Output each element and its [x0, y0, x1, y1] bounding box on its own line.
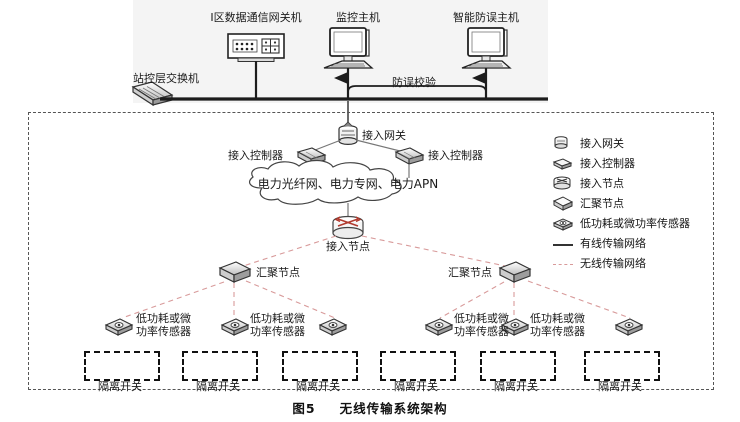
- wireless-network-boundary: [28, 112, 714, 390]
- legend-row-wireless: 无线传输网络: [552, 253, 712, 273]
- figure-caption: 图5 无线传输系统架构: [0, 398, 740, 417]
- legend: 接入网关 接入控制器 接入节点: [552, 133, 712, 273]
- legend-label: 接入网关: [580, 137, 624, 150]
- legend-row-wired: 有线传输网络: [552, 233, 712, 253]
- label-access-gateway: 接入网关: [362, 129, 406, 142]
- label-sensor-1: 低功耗或微功率传感器: [136, 312, 191, 338]
- dashed-line-icon: [552, 255, 574, 270]
- label-isolation-switch-6: 隔离开关: [598, 380, 642, 393]
- legend-row-access-node: 接入节点: [552, 173, 712, 193]
- legend-label: 汇聚节点: [580, 197, 624, 210]
- label-access-node: 接入节点: [326, 240, 370, 253]
- sink-node-icon-left: [218, 261, 252, 283]
- label-sink-node-right: 汇聚节点: [448, 266, 492, 279]
- verification-arrows: [334, 72, 487, 95]
- power-network-cloud: [249, 159, 402, 205]
- label-station-switch: 站控层交换机: [133, 72, 199, 85]
- access-node-icon: [552, 175, 574, 190]
- solid-line-icon: [552, 235, 574, 250]
- legend-label: 无线传输网络: [580, 257, 646, 270]
- label-isolation-switch-4: 隔离开关: [394, 380, 438, 393]
- legend-row-access-gateway: 接入网关: [552, 133, 712, 153]
- desktop-computer-icon-monitor: [323, 27, 374, 99]
- sensor-icon: [552, 215, 574, 231]
- label-isolation-switch-1: 隔离开关: [98, 380, 142, 393]
- label-sink-node-left: 汇聚节点: [256, 266, 300, 279]
- station-switch-icon: [131, 81, 548, 107]
- sink-node-icon: [552, 195, 574, 211]
- access-gateway-icon: [552, 135, 574, 150]
- isolation-switch-box-1: [84, 351, 160, 381]
- access-controller-icon-right: [394, 147, 425, 178]
- access-node-icon: [332, 215, 364, 240]
- isolation-switch-box-5: [480, 351, 556, 381]
- isolation-switch-box-3: [282, 351, 358, 381]
- label-sensor-2: 低功耗或微功率传感器: [250, 312, 305, 338]
- label-monitoring-host: 监控主机: [336, 11, 380, 24]
- label-isolation-switch-3: 隔离开关: [296, 380, 340, 393]
- isolation-switch-box-4: [380, 351, 456, 381]
- figure-title: 无线传输系统架构: [339, 401, 448, 416]
- label-access-controller-right: 接入控制器: [428, 149, 483, 162]
- label-isolation-switch-5: 隔离开关: [494, 380, 538, 393]
- legend-row-access-controller: 接入控制器: [552, 153, 712, 173]
- label-power-network-cloud: 电力光纤网、电力专网、电力APN: [257, 177, 439, 191]
- sink-node-icon-right: [498, 261, 532, 283]
- legend-row-sink-node: 汇聚节点: [552, 193, 712, 213]
- wireless-links-tier1: [236, 235, 516, 269]
- legend-label: 低功耗或微功率传感器: [580, 217, 690, 230]
- desktop-computer-icon-antierror: [461, 27, 512, 99]
- label-isolation-switch-2: 隔离开关: [196, 380, 240, 393]
- wireless-links-tier2: [121, 280, 631, 319]
- isolation-switch-box-6: [584, 351, 660, 381]
- label-sensor-4: 低功耗或微功率传感器: [454, 312, 509, 338]
- sensor-icons: [104, 318, 644, 336]
- legend-row-sensor: 低功耗或微功率传感器: [552, 213, 712, 233]
- legend-label: 有线传输网络: [580, 237, 646, 250]
- label-sensor-5: 低功耗或微功率传感器: [530, 312, 585, 338]
- access-controller-icon: [552, 155, 574, 170]
- legend-label: 接入节点: [580, 177, 624, 190]
- label-anti-error-host: 智能防误主机: [453, 11, 519, 24]
- network-gateway-icon: [227, 33, 285, 99]
- label-data-gateway: I区数据通信网关机: [210, 11, 302, 24]
- legend-label: 接入控制器: [580, 157, 635, 170]
- label-access-controller-left: 接入控制器: [228, 149, 283, 162]
- label-verification: 防误校验: [392, 76, 436, 89]
- figure-number: 图5: [292, 401, 316, 416]
- isolation-switch-box-2: [182, 351, 258, 381]
